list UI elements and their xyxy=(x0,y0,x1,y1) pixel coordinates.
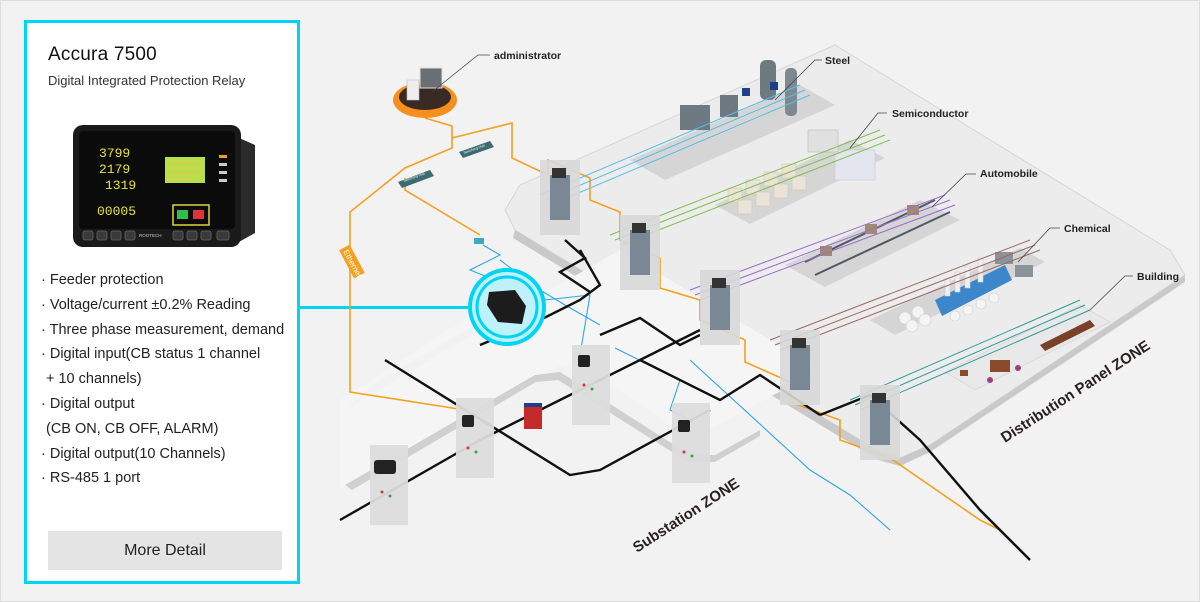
distribution-panel xyxy=(700,270,740,345)
distribution-panel xyxy=(620,215,660,290)
reading-2: 2179 xyxy=(99,162,130,177)
automobile-leader-line xyxy=(931,173,976,208)
administrator-workstation[interactable] xyxy=(393,67,457,118)
substation-panel xyxy=(456,398,494,478)
building-label: Building xyxy=(1137,271,1179,283)
cb-off-indicator xyxy=(193,210,204,219)
product-card: Accura 7500 Digital Integrated Protectio… xyxy=(24,20,300,584)
reading-1: 3799 xyxy=(99,146,130,161)
feature-item: · Digital output xyxy=(41,395,135,412)
substation-panel xyxy=(572,345,610,425)
distribution-panels xyxy=(540,160,900,460)
highlighted-relay[interactable] xyxy=(468,268,546,346)
svg-text:Switching Hub: Switching Hub xyxy=(463,144,485,155)
administrator-leader-line xyxy=(431,54,490,93)
feature-item: · Voltage/current ±0.2% Reading xyxy=(41,296,251,313)
more-detail-button[interactable]: More Detail xyxy=(48,531,282,570)
device-brand: ROOTECH xyxy=(139,233,162,238)
building-leader-line xyxy=(1089,275,1133,311)
counter-reading: 00005 xyxy=(97,204,136,219)
feature-item: · Three phase measurement, demand xyxy=(41,321,285,338)
semiconductor-label: Semiconductor xyxy=(892,108,968,120)
feature-item: · Feeder protection xyxy=(41,272,164,288)
status-leds xyxy=(219,155,227,182)
steel-leader-line xyxy=(774,59,822,101)
feature-list: · Feeder protection · Voltage/current ±0… xyxy=(41,268,284,491)
substation-panels xyxy=(370,345,710,525)
chemical-label: Chemical xyxy=(1064,223,1111,235)
distribution-panel xyxy=(780,330,820,405)
lcd-lines xyxy=(168,161,202,180)
steel-plant xyxy=(630,60,835,180)
device-side xyxy=(237,137,255,243)
transformer-icon xyxy=(524,403,542,429)
chemical-feeder-lines xyxy=(769,239,1041,351)
feature-item-continued: + 10 channels) xyxy=(46,371,142,388)
feature-item-continued: (CB ON, CB OFF, ALARM) xyxy=(46,420,219,437)
steel-feeder-lines xyxy=(539,84,811,206)
device-image: 3799 2179 1319 00005 ROOTECH xyxy=(73,125,255,247)
chemical-plant xyxy=(870,248,1045,335)
chemical-leader-line xyxy=(1017,227,1060,263)
steel-label: Steel xyxy=(825,55,850,67)
substation-panel xyxy=(370,445,408,525)
callout-connector-line xyxy=(297,306,471,309)
svg-text:Switching Hub: Switching Hub xyxy=(403,172,425,183)
ethernet-tag: Ethernet xyxy=(339,244,365,280)
product-title: Accura 7500 xyxy=(48,44,157,65)
semiconductor-leader-line xyxy=(849,112,887,149)
automobile-label: Automobile xyxy=(980,168,1038,180)
product-subtitle: Digital Integrated Protection Relay xyxy=(48,73,246,88)
converter-module xyxy=(474,238,484,244)
distribution-panel xyxy=(540,160,580,235)
administrator-label: administrator xyxy=(494,50,561,62)
substation-panel xyxy=(672,403,710,483)
feature-item: · Digital output(10 Channels) xyxy=(41,445,226,462)
cb-control-box xyxy=(172,204,210,226)
switching-hub[interactable]: Switching Hub xyxy=(398,170,434,188)
device-buttons xyxy=(82,230,230,241)
reading-3: 1319 xyxy=(105,178,136,193)
switching-hub[interactable]: Switching Hub xyxy=(459,141,494,158)
feature-item: · RS-485 1 port xyxy=(41,470,141,487)
system-diagram: administrator Switching Hub Switching Hu… xyxy=(339,44,1186,561)
feature-item: · Digital input(CB status 1 channel xyxy=(41,346,261,363)
cb-on-indicator xyxy=(177,210,188,219)
substation-zone-label: Substation ZONE xyxy=(630,475,743,556)
distribution-panel xyxy=(860,385,900,460)
building-offices xyxy=(944,304,1111,391)
